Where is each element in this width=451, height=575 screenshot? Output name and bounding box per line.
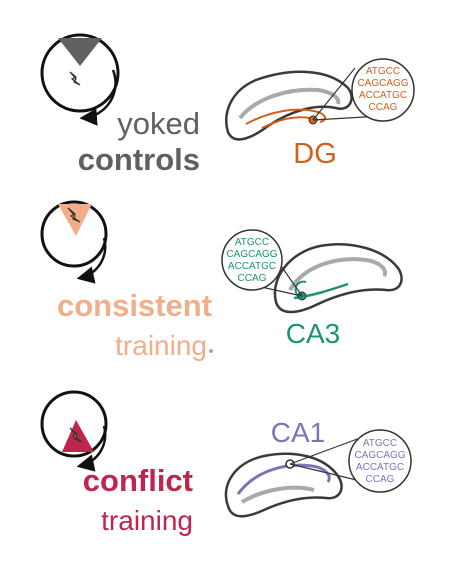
- sequence-line: CAGCAGG: [357, 78, 408, 89]
- magnifier-icon-ca3: ATGCC CAGCAGG ACCATGC CCAG: [221, 229, 283, 291]
- sequence-line: CCAG: [369, 102, 398, 113]
- shock-icon: [67, 207, 81, 223]
- sequence-line: ACCATGC: [359, 90, 407, 101]
- group-label-line2: controls: [78, 142, 200, 177]
- arena-icon-consistent: [40, 200, 108, 284]
- group-yoked-controls: yoked controls ATGCC CAGCAGG ACCATGC CCA…: [40, 33, 415, 177]
- sequence-line: ACCATGC: [356, 462, 404, 473]
- hippocampus-icon-ca1: [224, 452, 343, 518]
- sequence-line: ATGCC: [366, 66, 400, 77]
- group-label-line1: conflict: [83, 463, 193, 498]
- group-consistent-training: consistent training ATGCC CAGCAGG ACCATG…: [40, 200, 403, 361]
- rotation-arrow-icon: [76, 425, 107, 472]
- magnifier-icon-ca1: ATGCC CAGCAGG ACCATGC CCAG: [348, 429, 412, 493]
- sequence-line: ATGCC: [363, 438, 397, 449]
- shock-zone-wedge: [62, 420, 94, 452]
- hippocampus-icon-ca3: [273, 243, 403, 314]
- region-label-ca1: CA1: [271, 417, 325, 448]
- shock-icon: [69, 427, 83, 443]
- sequence-line: CCAG: [366, 474, 395, 485]
- sequence-line: ACCATGC: [228, 261, 276, 272]
- group-label-line2: training: [115, 330, 207, 361]
- group-label-line2: training: [101, 505, 193, 536]
- arena-icon-conflict: [40, 390, 108, 472]
- region-label-dg: DG: [293, 138, 337, 170]
- magnifier-icon-dg: ATGCC CAGCAGG ACCATGC CCAG: [351, 58, 415, 122]
- shock-icon: [69, 71, 81, 86]
- sequence-line: CAGCAGG: [354, 450, 405, 461]
- shock-zone-wedge: [58, 38, 102, 66]
- group-label-line1: yoked: [117, 106, 200, 141]
- arena-icon-yoked: [40, 33, 120, 126]
- sequence-line: CCAG: [238, 273, 267, 284]
- rotation-arrow-icon: [79, 69, 117, 126]
- hippocampus-icon-dg: [225, 70, 353, 141]
- sequence-line: CAGCAGG: [226, 249, 277, 260]
- sequence-line: ATGCC: [235, 237, 269, 248]
- rotation-arrow-icon: [76, 237, 107, 284]
- group-label-line1: consistent: [57, 288, 212, 323]
- region-label-ca3: CA3: [286, 318, 340, 349]
- group-conflict-training: conflict training ATGCC CAGCAGG ACCATGC …: [40, 390, 412, 536]
